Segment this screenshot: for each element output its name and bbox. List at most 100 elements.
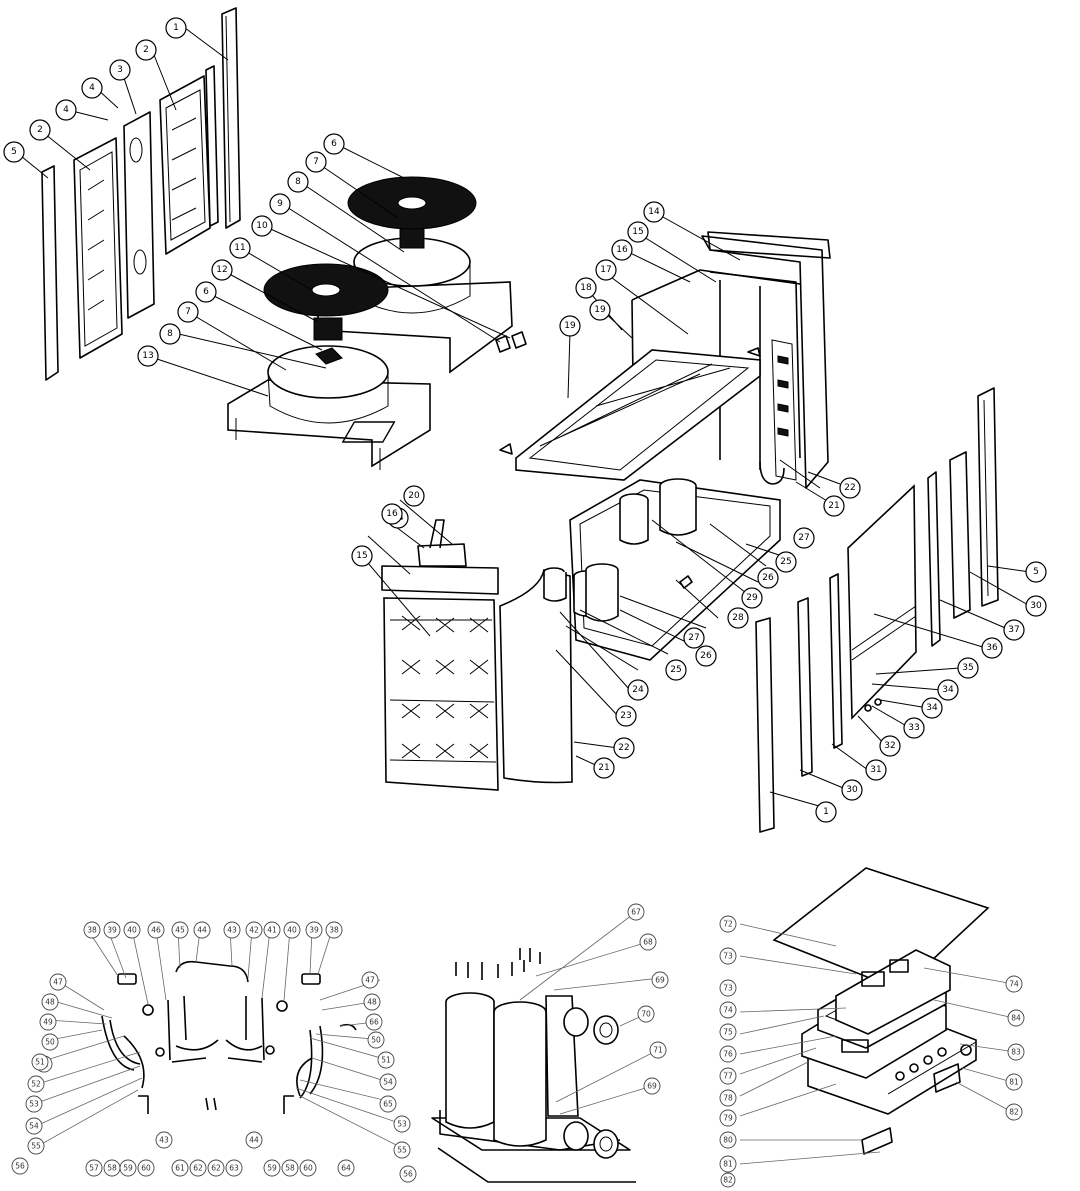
svg-text:77: 77 [723,1072,733,1081]
callout: 29 [741,587,763,609]
svg-text:13: 13 [142,351,153,361]
svg-text:40: 40 [287,926,297,935]
leader-lines-lower [33,911,1017,1165]
callout: 53 [393,1115,411,1133]
tank-assembly [431,948,636,1183]
svg-text:46: 46 [151,926,161,935]
callout: 48 [363,993,381,1011]
callout: 22 [839,477,861,499]
callout: 21 [593,757,615,779]
svg-text:29: 29 [746,593,758,603]
callout: 82 [720,1172,736,1188]
callout: 2 [29,119,51,141]
callout: 77 [719,1067,737,1085]
callout: 50 [367,1031,385,1049]
callout: 57 [85,1159,103,1177]
callout: 69 [651,971,669,989]
svg-text:22: 22 [844,483,855,493]
callout: 5 [3,141,25,163]
svg-text:31: 31 [870,765,881,775]
callout: 1 [815,801,837,823]
callout: 76 [719,1045,737,1063]
svg-text:21: 21 [828,501,839,511]
callout: 37 [1003,619,1025,641]
callout: 6 [323,133,345,155]
callout: 26 [757,567,779,589]
svg-text:15: 15 [632,227,643,237]
svg-text:62: 62 [211,1164,221,1173]
callout: 44 [193,921,211,939]
svg-text:50: 50 [45,1038,55,1047]
callout: 27 [793,527,815,549]
callout: 81 [1005,1073,1023,1091]
svg-text:53: 53 [29,1100,39,1109]
callouts-tanks: 67 68 69 69 70 71 [627,903,669,1095]
svg-text:73: 73 [723,984,733,993]
svg-text:38: 38 [87,926,97,935]
callout: 19 [589,299,611,321]
svg-text:76: 76 [723,1050,733,1059]
callout: 27 [683,627,705,649]
callout: 16 [381,503,403,525]
callout: 25 [775,551,797,573]
svg-text:58: 58 [107,1164,117,1173]
svg-text:8: 8 [167,329,173,339]
svg-text:83: 83 [1011,1048,1021,1057]
svg-text:57: 57 [89,1164,99,1173]
callout: 51 [377,1051,395,1069]
callout: 58 [281,1159,299,1177]
svg-text:54: 54 [29,1122,39,1131]
callout: 69 [643,1077,661,1095]
callout: 82 [1005,1103,1023,1121]
svg-text:43: 43 [159,1136,169,1145]
callouts-control-box: 72 73 73 74 74 75 76 77 78 79 80 81 81 8… [719,915,1025,1188]
right-side-panels [755,387,999,833]
svg-text:7: 7 [185,307,191,317]
svg-text:48: 48 [45,998,55,1007]
callout: 19 [559,315,581,337]
svg-text:25: 25 [670,665,681,675]
svg-text:51: 51 [35,1058,45,1067]
svg-text:43: 43 [227,926,237,935]
svg-text:24: 24 [632,685,644,695]
callout: 36 [981,637,1003,659]
left-side-panels [41,7,241,381]
svg-text:8: 8 [295,177,301,187]
callout: 75 [719,1023,737,1041]
svg-text:55: 55 [31,1142,41,1151]
svg-text:55: 55 [397,1146,407,1155]
svg-text:59: 59 [123,1164,133,1173]
svg-text:12: 12 [216,265,227,275]
callout: 73 [719,979,737,997]
svg-text:84: 84 [1011,1014,1021,1023]
callout: 74 [1005,975,1023,993]
svg-text:62: 62 [193,1164,203,1173]
callout: 71 [649,1041,667,1059]
svg-text:39: 39 [309,926,319,935]
callout: 59 [263,1159,281,1177]
callout: 47 [49,973,67,991]
svg-text:33: 33 [908,723,919,733]
callout: 34 [937,679,959,701]
callout: 30 [1025,595,1047,617]
callout: 15 [627,221,649,243]
svg-text:61: 61 [175,1164,185,1173]
callout: 43 [223,921,241,939]
svg-text:39: 39 [107,926,117,935]
svg-text:19: 19 [594,305,606,315]
svg-text:47: 47 [365,976,375,985]
callout: 52 [27,1075,45,1093]
svg-text:19: 19 [564,321,576,331]
callout: 26 [695,645,717,667]
callout: 81 [719,1155,737,1173]
svg-text:50: 50 [371,1036,381,1045]
callout: 32 [879,735,901,757]
svg-text:6: 6 [331,139,337,149]
svg-text:3: 3 [117,65,123,75]
svg-text:28: 28 [732,613,744,623]
svg-text:27: 27 [798,533,809,543]
svg-text:74: 74 [1009,980,1019,989]
callout: 38 [325,921,343,939]
svg-text:5: 5 [11,147,17,157]
callout: 23 [615,705,637,727]
